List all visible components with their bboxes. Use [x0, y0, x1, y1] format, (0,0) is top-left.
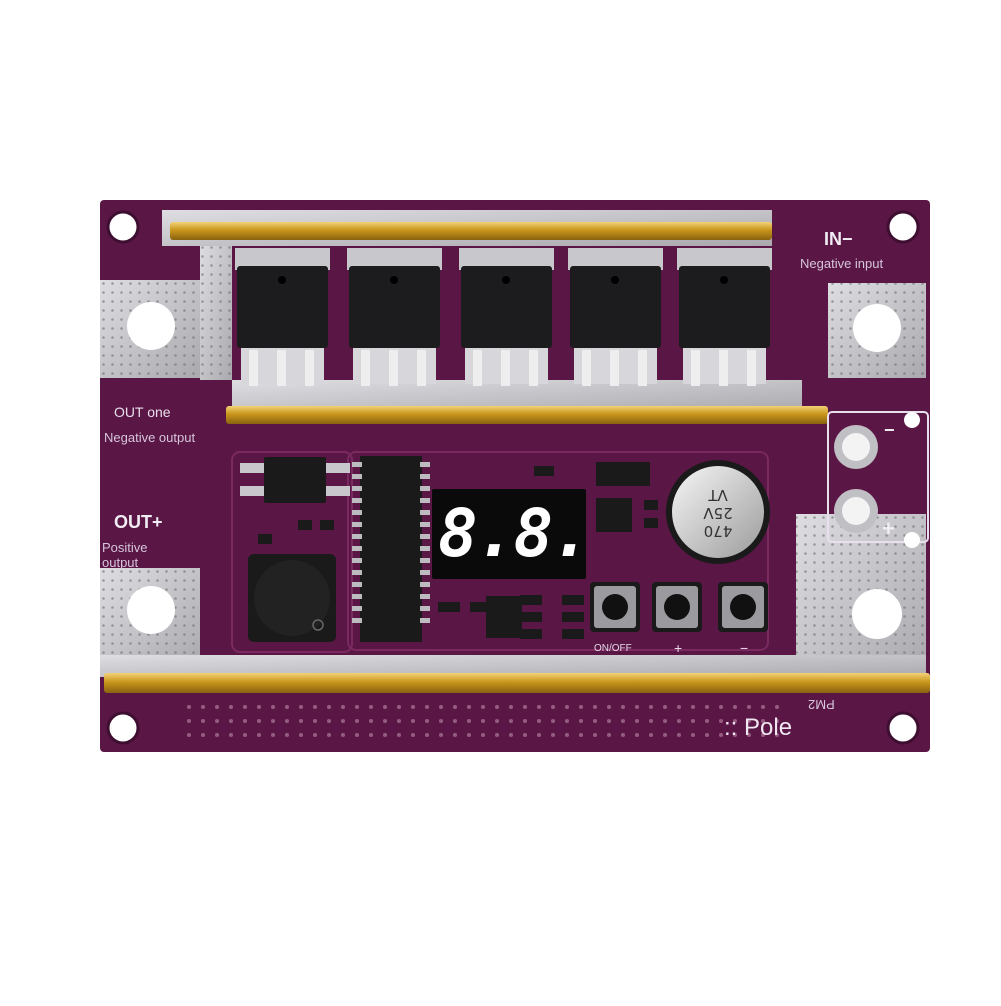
microcontroller-chip	[352, 456, 430, 642]
label-button-plus: +	[674, 640, 683, 656]
label-negative-input: Negative input	[800, 256, 884, 271]
buzzer	[248, 554, 336, 642]
label-in-minus: IN−	[824, 229, 853, 249]
label-pole-marking: PM2	[808, 697, 835, 712]
capacitor-line-1: 470	[703, 522, 733, 540]
gold-bus-bars	[104, 222, 930, 693]
capacitor-line-3: VT	[708, 486, 728, 504]
label-negative-output: Negative output	[104, 430, 196, 445]
label-button-minus: −	[740, 640, 749, 656]
tactile-buttons	[590, 582, 768, 632]
smd-components	[258, 462, 658, 639]
label-positive-output: Positive output	[102, 540, 148, 570]
seven-segment-display	[432, 489, 586, 579]
display-digits: 8.8.	[438, 495, 591, 572]
electrolytic-capacitor	[666, 460, 770, 564]
label-pole: :: Pole	[724, 714, 793, 741]
mosfet-row	[235, 248, 772, 386]
optocoupler-chip	[264, 457, 326, 503]
capacitor-line-2: 25V	[703, 504, 733, 522]
label-battery-plus: +	[882, 516, 895, 541]
mounting-holes	[106, 210, 920, 745]
capacitor-marking: 470 25V VT	[683, 478, 753, 548]
label-button-on-off: ON/OFF	[594, 643, 632, 654]
seven-segment-readout: 8.8.	[438, 495, 591, 572]
battery-terminals	[827, 411, 929, 548]
label-out-one: OUT one	[114, 404, 171, 420]
label-out-plus: OUT+	[114, 512, 163, 532]
label-battery-minus: −	[884, 420, 895, 440]
